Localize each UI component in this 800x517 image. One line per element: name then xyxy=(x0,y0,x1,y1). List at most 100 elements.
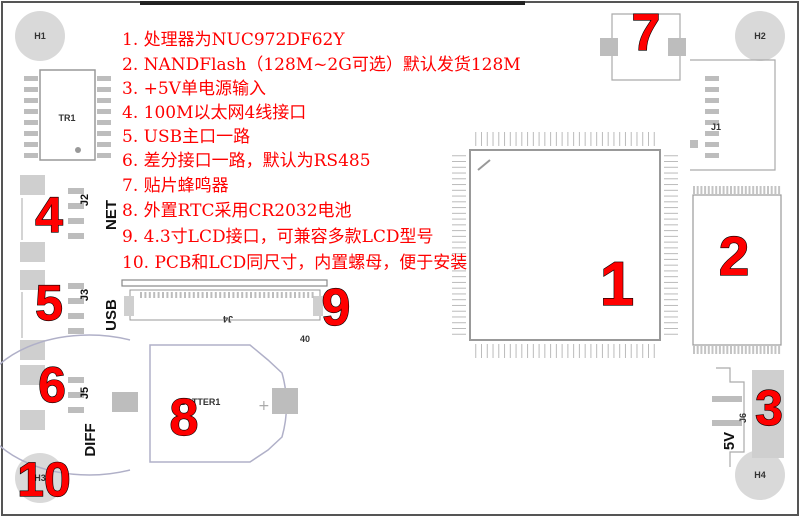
j4-pin xyxy=(219,292,222,298)
feature-item-2: 2. NANDFlash（128M~2G可选）默认发货128M xyxy=(122,55,521,75)
nand-pin xyxy=(730,346,732,354)
tr1-label: TR1 xyxy=(58,113,75,123)
nand-pin xyxy=(737,346,740,354)
nand-pin xyxy=(715,186,718,194)
j2-pad xyxy=(68,233,84,239)
nand-pin xyxy=(696,346,699,354)
j4-pin xyxy=(254,292,257,298)
tr1-pad xyxy=(97,76,111,81)
tr1-pad xyxy=(24,131,38,136)
nand-pin xyxy=(718,186,721,194)
diff-label: DIFF xyxy=(82,423,99,456)
battery-plus-label: + xyxy=(258,398,270,414)
j5-pad xyxy=(68,377,84,383)
j3-pad xyxy=(68,298,84,304)
j4-pin xyxy=(289,292,292,298)
j1-pad xyxy=(705,142,719,147)
j4-pin xyxy=(241,292,244,298)
j2-pad xyxy=(68,218,84,224)
j2-pad xyxy=(68,203,84,209)
tr1-pad xyxy=(97,142,111,147)
nand-pin xyxy=(744,346,747,354)
j4-pin xyxy=(148,292,151,298)
j1-pad xyxy=(705,76,719,81)
nand-pin xyxy=(733,346,736,354)
rtc-battery-holder: BATTER1 + xyxy=(0,334,298,476)
j4-pin xyxy=(285,292,288,298)
tr1-pad xyxy=(24,153,38,158)
buzzer xyxy=(600,13,686,81)
j4-pin xyxy=(175,292,178,298)
j4-pin xyxy=(197,292,200,298)
callout-6: 6 xyxy=(38,357,66,413)
usb-connector-j3: J3 USB xyxy=(20,270,120,360)
j4-pin xyxy=(210,292,213,298)
callout-10: 10 xyxy=(17,454,70,507)
nand-pin xyxy=(737,186,740,194)
nand-pin xyxy=(733,186,736,194)
nand-pin xyxy=(700,346,703,354)
tr1-pad xyxy=(24,98,38,103)
j1-pad xyxy=(705,98,719,103)
nand-pin xyxy=(726,186,729,194)
nand-pin xyxy=(700,186,703,194)
j1-pad xyxy=(705,109,719,114)
j5-pad xyxy=(68,392,84,398)
tr1-pad xyxy=(24,87,38,92)
j4-pin xyxy=(272,292,274,298)
feature-item-5: 5. USB主口一路 xyxy=(122,127,250,147)
nand-pin xyxy=(744,186,747,194)
j4-pin xyxy=(232,292,235,298)
nand-pin xyxy=(693,186,695,194)
j4-pin xyxy=(157,292,160,298)
mounting-hole-h4: H4 xyxy=(735,450,785,500)
tr1-pad xyxy=(97,120,111,125)
transformer-tr1: TR1 xyxy=(24,69,111,161)
j4-pin xyxy=(170,292,173,298)
j4-pin xyxy=(302,292,305,298)
feature-item-7: 7. 贴片蜂鸣器 xyxy=(122,176,229,196)
j4-pin xyxy=(307,292,310,298)
nand-pin xyxy=(715,346,718,354)
j3-pad xyxy=(68,313,84,319)
callout-9: 9 xyxy=(322,279,351,337)
hole-label-h1: H1 xyxy=(34,31,46,41)
nand-pin xyxy=(770,346,773,354)
mounting-hole-h1: H1 xyxy=(15,11,65,61)
j4-label: J4 xyxy=(223,314,233,324)
callout-7: 7 xyxy=(632,4,661,62)
hole-label-h2: H2 xyxy=(754,31,766,41)
nand-pin xyxy=(711,186,714,194)
j4-pin xyxy=(214,292,217,298)
callout-2: 2 xyxy=(719,225,750,287)
nand-pin xyxy=(704,346,707,354)
nand-pin xyxy=(722,346,725,354)
callout-5: 5 xyxy=(35,275,63,331)
feature-list: 1. 处理器为NUC972DF62Y 2. NANDFlash（128M~2G可… xyxy=(122,30,521,273)
callout-8: 8 xyxy=(170,389,199,447)
nand-pin xyxy=(763,186,766,194)
nand-pin xyxy=(759,346,762,354)
j1-pad xyxy=(705,87,719,92)
tr1-pad xyxy=(97,87,111,92)
j4-pin xyxy=(192,292,195,298)
nand-pin xyxy=(748,186,751,194)
nand-pin xyxy=(774,186,777,194)
callout-1: 1 xyxy=(600,250,634,319)
j2-label: J2 xyxy=(79,194,91,206)
nand-pin xyxy=(755,186,758,194)
j4-pin xyxy=(245,292,248,298)
j4-pin xyxy=(162,292,164,298)
j4-pin xyxy=(267,292,270,298)
j4-pin xyxy=(228,292,230,298)
j1-pad xyxy=(690,140,698,148)
nand-pin xyxy=(759,186,762,194)
feature-item-3: 3. +5V单电源输入 xyxy=(122,79,266,99)
j4-pin xyxy=(276,292,279,298)
tr1-pad xyxy=(97,153,111,158)
nand-pin xyxy=(778,186,781,194)
nand-pin xyxy=(774,346,777,354)
j4-pin xyxy=(206,292,208,298)
nand-pin xyxy=(696,186,699,194)
